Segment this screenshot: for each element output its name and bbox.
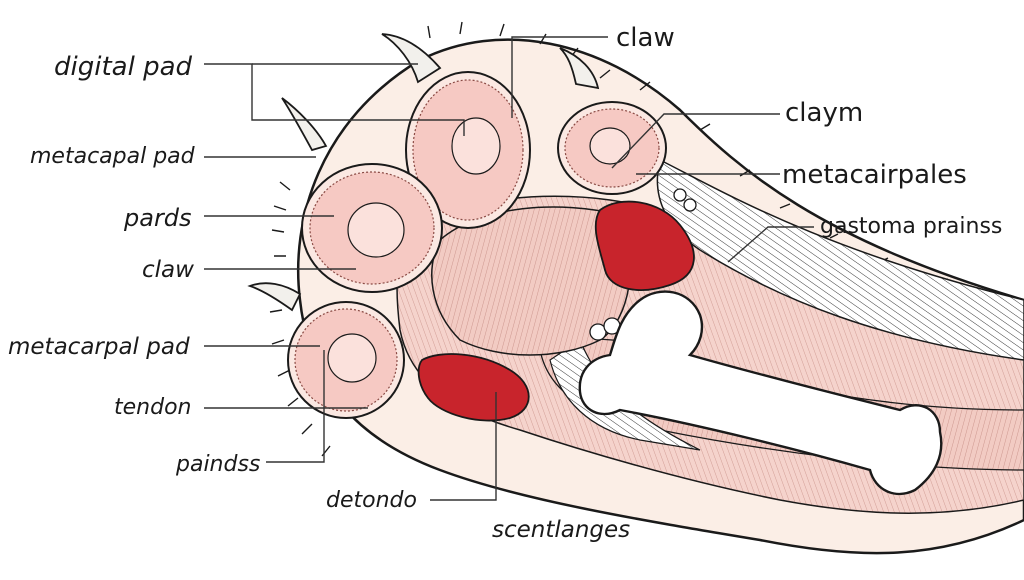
label-detondo: detondo: [326, 488, 417, 513]
label-metacarpal-pad: metacarpal pad: [8, 334, 190, 360]
lower-red-muscle: [417, 353, 530, 422]
label-claw-left: claw: [142, 257, 194, 283]
digital-pad-2: [557, 101, 667, 195]
label-claw-top: claw: [616, 23, 675, 53]
label-paindss: paindss: [176, 452, 261, 477]
label-metacairpales: metacairpales: [782, 160, 967, 190]
digital-pad-3: [301, 163, 443, 293]
digital-pad-4: [287, 301, 405, 419]
label-claym: claym: [785, 98, 864, 128]
metacarpal-bone: [578, 290, 943, 496]
claws: [247, 33, 600, 312]
label-tendon: tendon: [114, 395, 192, 420]
label-digital-pad: digital pad: [54, 52, 193, 82]
label-metacapal-pad: metacapal pad: [30, 144, 195, 169]
upper-red-muscle: [594, 200, 695, 291]
label-gastoma-prainss: gastoma prainss: [820, 214, 1003, 239]
label-pards: pards: [124, 204, 192, 232]
leader-lines: [204, 36, 814, 501]
digital-pad-1: [405, 71, 531, 229]
label-scentlanges: scentlanges: [492, 517, 631, 543]
